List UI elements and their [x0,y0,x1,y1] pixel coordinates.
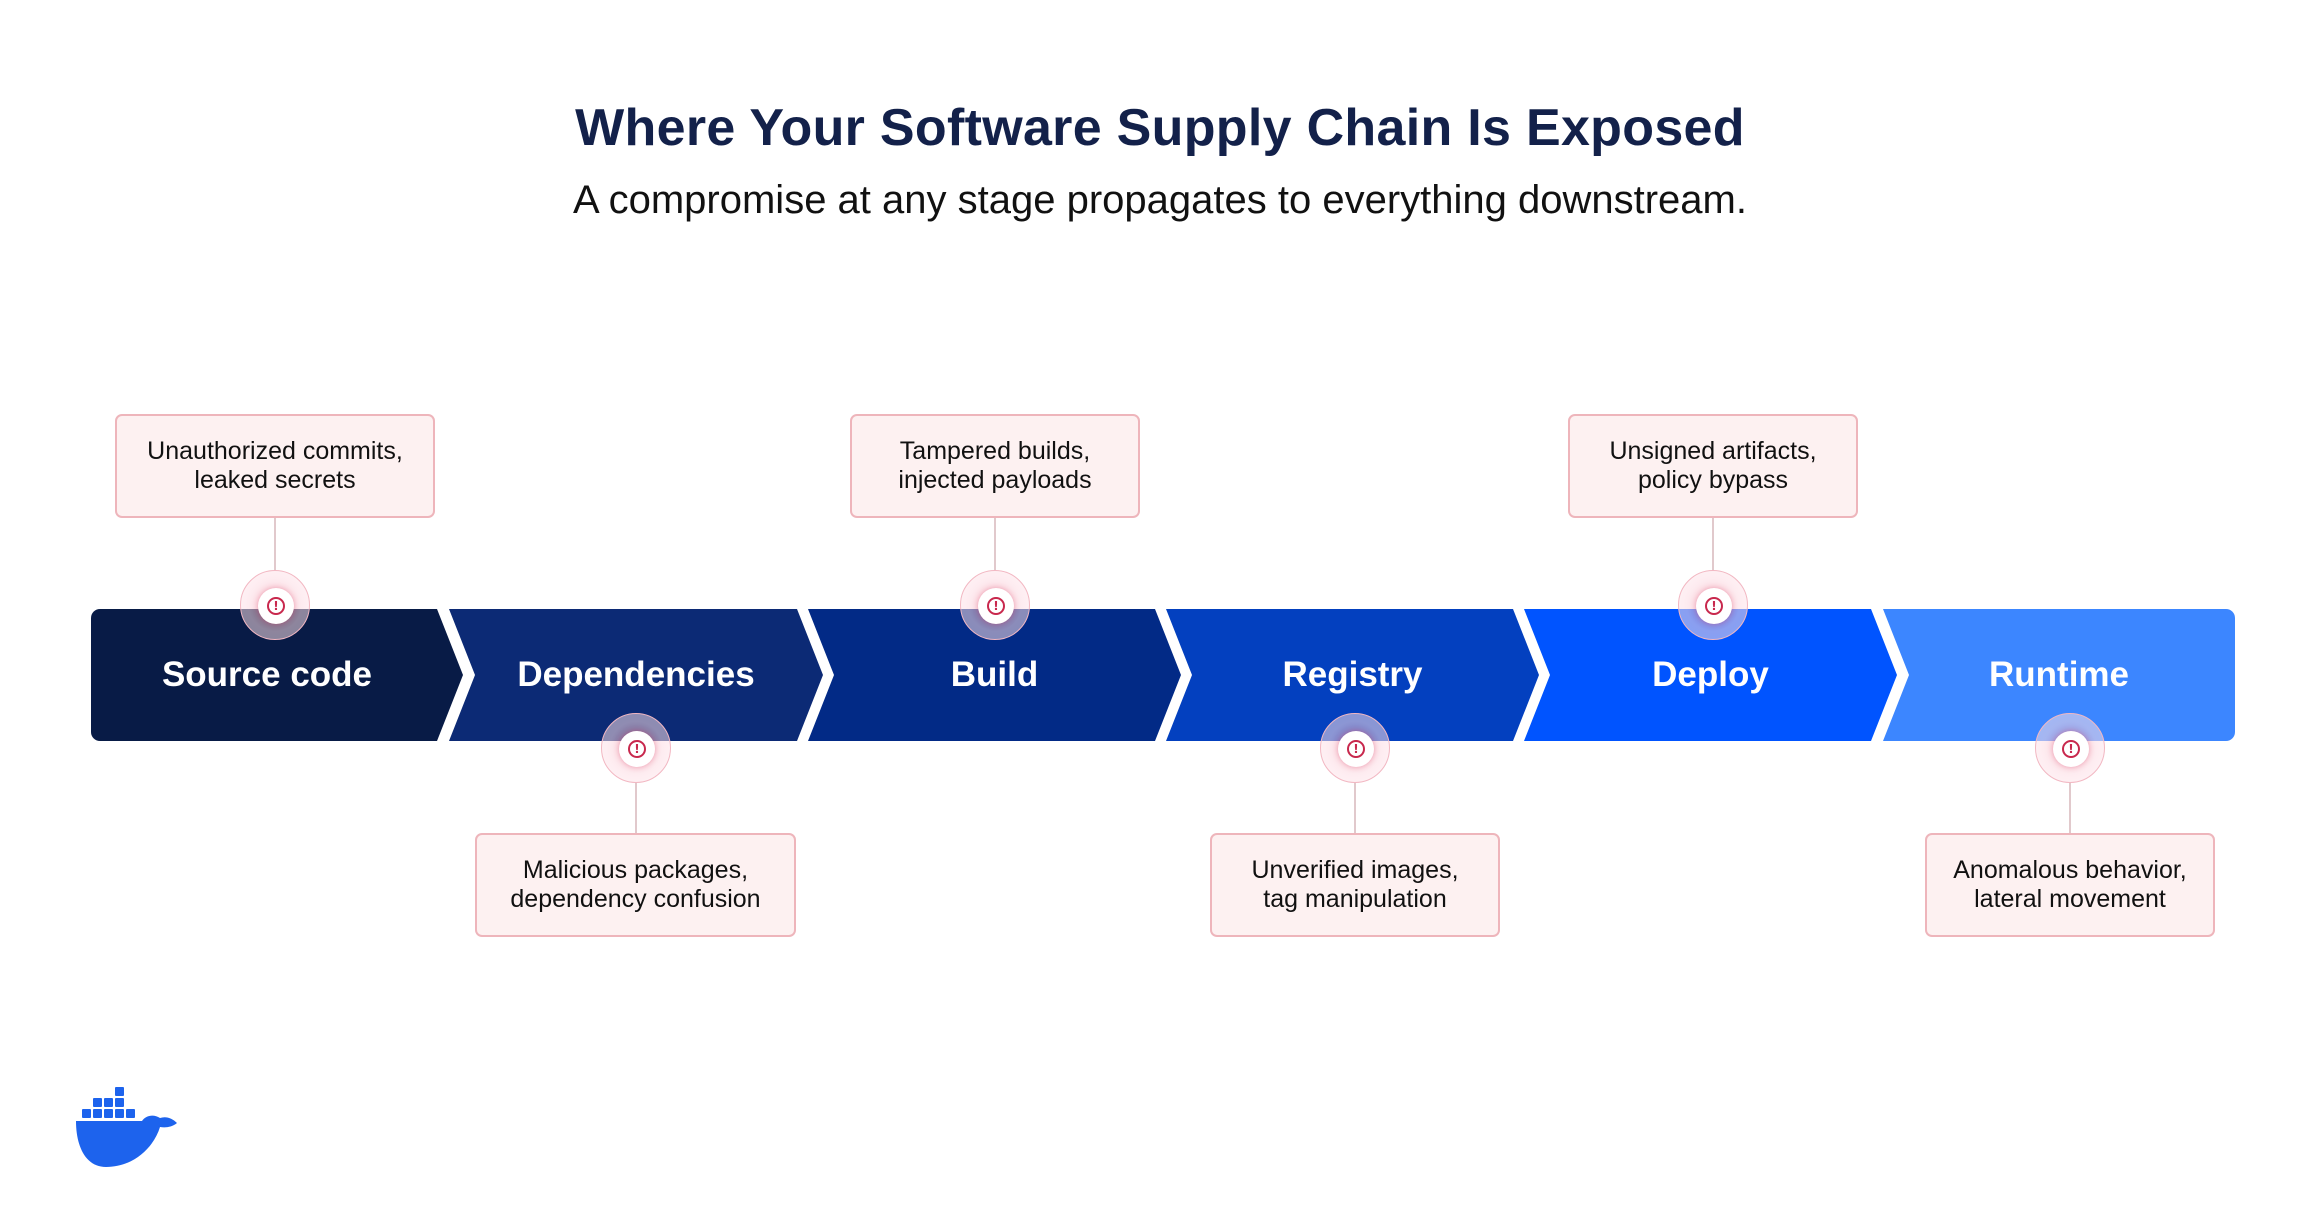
risk-box-runtime: Anomalous behavior,lateral movement [1925,833,2215,937]
page-title: Where Your Software Supply Chain Is Expo… [575,99,1745,157]
risk-line-1: Tampered builds, [899,437,1091,465]
connector-line [635,783,637,833]
alert-circle-icon: ! [601,713,671,783]
risk-line-2: lateral movement [1974,885,2166,913]
connector-line [274,518,276,570]
risk-line-1: Unauthorized commits, [147,437,403,465]
risk-line-2: policy bypass [1637,466,1789,494]
risk-box-deploy: Unsigned artifacts,policy bypass [1568,414,1858,518]
risk-box-registry: Unverified images,tag manipulation [1210,833,1500,937]
risk-line-1: Anomalous behavior, [1953,856,2187,884]
connector-line [994,518,996,570]
risk-line-1: Malicious packages, [522,856,749,884]
stage-label: Dependencies [517,655,755,694]
risk-box-build: Tampered builds,injected payloads [850,414,1140,518]
stage-runtime: Runtime [1883,609,2235,741]
alert-circle-icon: ! [1678,570,1748,640]
alert-circle-icon: ! [2035,713,2105,783]
risk-line-2: leaked secrets [194,466,356,494]
alert-circle-icon: ! [1320,713,1390,783]
risk-box-dependencies: Malicious packages,dependency confusion [475,833,796,937]
risk-line-1: Unverified images, [1251,856,1459,884]
docker-whale-logo [76,1087,177,1167]
risk-line-2: dependency confusion [510,885,761,913]
connector-line [1354,783,1356,833]
page-subtitle: A compromise at any stage propagates to … [573,178,1747,222]
alert-circle-icon: ! [960,570,1030,640]
stage-label: Source code [161,655,373,694]
connector-line [1712,518,1714,570]
alert-circle-icon: ! [240,570,310,640]
connector-line [2069,783,2071,833]
risk-box-source-code: Unauthorized commits,leaked secrets [115,414,435,518]
risk-line-1: Unsigned artifacts, [1609,437,1817,465]
stage-label: Deploy [1652,655,1769,694]
stage-label: Registry [1282,655,1423,694]
stage-label: Build [950,655,1039,694]
risk-line-2: tag manipulation [1263,885,1447,913]
stage-label: Runtime [1989,655,2129,694]
stage-registry: Registry [1166,609,1539,741]
risk-line-2: injected payloads [898,466,1092,494]
